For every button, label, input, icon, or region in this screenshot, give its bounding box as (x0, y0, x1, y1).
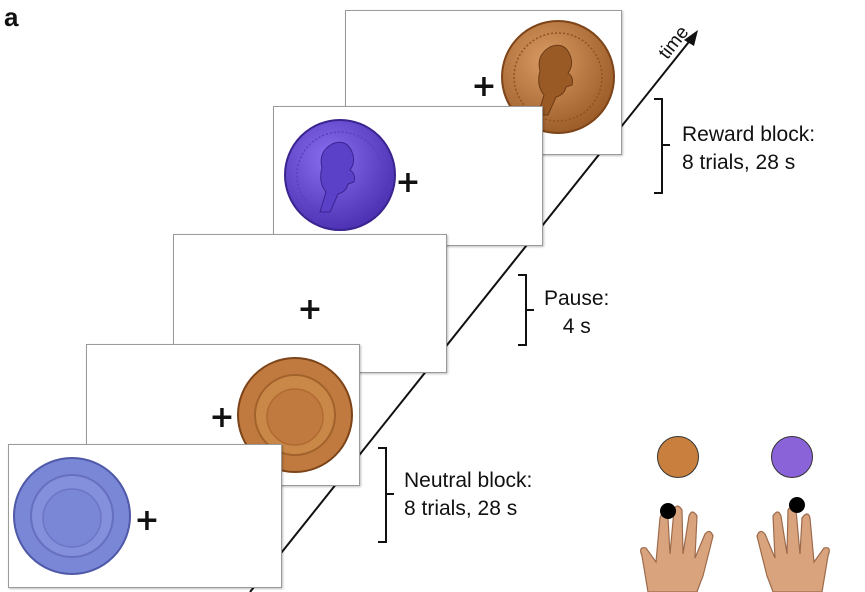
reward-trial-frame-copper: + (345, 10, 622, 155)
neutral-block-label: Neutral block: 8 trials, 28 s (404, 467, 532, 523)
pause-label: Pause: 4 s (544, 285, 609, 341)
neutral-bracket (378, 447, 394, 543)
reward-bracket (654, 98, 670, 194)
reward-trial-frame-violet: + (273, 106, 543, 246)
fixation-cross: + (209, 400, 235, 435)
purple-key-indicator (771, 436, 813, 478)
reward-block-detail: 8 trials, 28 s (682, 151, 796, 174)
right-hand-icon (756, 497, 830, 592)
copper-disc-icon (237, 357, 353, 473)
fixation-cross: + (134, 503, 160, 538)
fixation-cross: + (297, 292, 323, 327)
pause-title: Pause: (544, 287, 610, 310)
neutral-trial-frame-blue: + (8, 444, 282, 588)
neutral-block-title: Neutral block: (404, 469, 533, 492)
neutral-block-detail: 8 trials, 28 s (404, 497, 518, 520)
fixation-cross: + (471, 69, 497, 104)
left-hand-icon (640, 503, 714, 592)
copper-coin-icon (501, 20, 615, 134)
fixation-cross: + (395, 165, 421, 200)
blue-disc-icon (13, 457, 131, 575)
reward-block-label: Reward block: 8 trials, 28 s (682, 121, 815, 177)
orange-key-indicator (657, 436, 699, 478)
pause-detail: 4 s (562, 315, 591, 338)
reward-block-title: Reward block: (682, 123, 816, 146)
pause-bracket (518, 274, 534, 346)
violet-coin-icon (284, 119, 396, 231)
panel-letter: a (4, 2, 19, 32)
